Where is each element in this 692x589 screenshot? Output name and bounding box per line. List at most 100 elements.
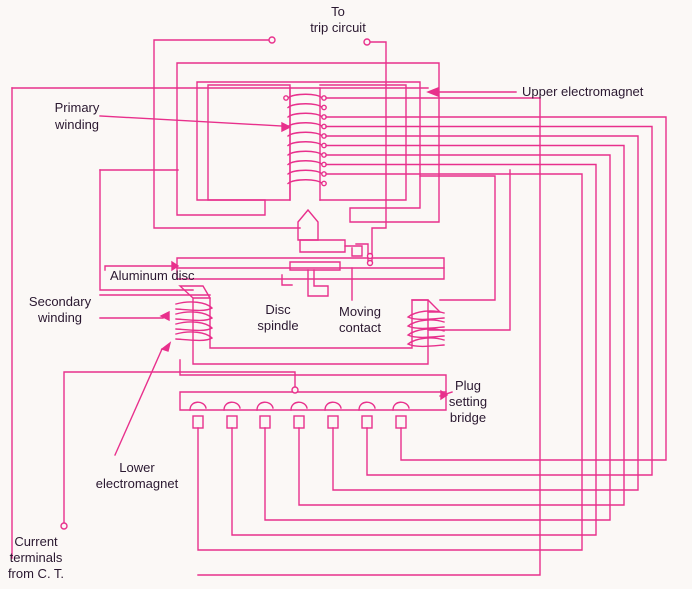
- secondary-right-turn: [406, 337, 445, 348]
- plug-terminal: [293, 415, 305, 429]
- plug-hook: [189, 401, 207, 411]
- moving-contact-arm: [344, 245, 363, 257]
- secondary-left-turn: [175, 311, 214, 322]
- moving-contact-label-1: Moving: [339, 304, 381, 319]
- primary-turn: [287, 103, 323, 109]
- trip-circuit-wire-left: [153, 39, 301, 229]
- spindle-lower: [307, 269, 329, 297]
- moving-contact-dot-1: [366, 252, 374, 260]
- primary-tap-dot: [321, 104, 327, 111]
- plug-setting-label-2: setting: [448, 394, 488, 409]
- disc-spindle-label-1: Disc: [265, 302, 291, 317]
- primary-turn: [287, 93, 323, 99]
- plug-terminal: [395, 415, 407, 429]
- lower-connection-wire: [99, 169, 211, 296]
- plug-terminal: [226, 415, 238, 429]
- current-terminals-label-3: from C. T.: [7, 566, 65, 581]
- secondary-left-turn: [175, 331, 214, 342]
- lower-left-horn: [178, 285, 211, 299]
- tap-lead: [325, 125, 653, 476]
- primary-turn: [287, 179, 323, 185]
- spindle-hub: [289, 261, 341, 271]
- secondary-left-turn: [175, 321, 214, 332]
- arrows: [159, 86, 449, 401]
- plug-hook: [223, 401, 241, 411]
- secondary-winding-label-2: winding: [37, 310, 83, 325]
- plug-terminal: [192, 415, 204, 429]
- tap-lead: [298, 144, 625, 506]
- plug-hook: [392, 401, 410, 411]
- plug-bridge-dot: [291, 386, 299, 394]
- primary-turn: [287, 112, 323, 118]
- lower-right-bridge: [427, 169, 511, 331]
- current-terminals-label-2: terminals: [9, 550, 63, 565]
- plug-bridge-bar: [179, 391, 447, 411]
- lower-electromagnet-label-1: Lower: [119, 460, 155, 475]
- primary-winding-label-2: winding: [54, 117, 100, 132]
- right-connection-wire: [419, 175, 496, 301]
- secondary-winding-left: [175, 301, 214, 342]
- current-terminal-dot: [60, 522, 68, 530]
- leader-lower-electromagnet: [114, 348, 163, 456]
- tap-lead: [264, 154, 611, 521]
- trip-circuit-wire-right: [367, 41, 387, 263]
- to-label: To: [331, 4, 345, 19]
- upper-pole-tip: [297, 208, 319, 241]
- primary-turn: [287, 131, 323, 137]
- terminal-dots: [60, 36, 374, 530]
- secondary-winding-label-1: Secondary: [28, 294, 92, 309]
- plug-hook: [290, 401, 308, 411]
- secondary-right-turn: [406, 319, 445, 330]
- secondary-right-turn: [406, 328, 445, 339]
- secondary-winding-right: [406, 310, 445, 348]
- lower-electromagnet-label-2: electromagnet: [95, 476, 179, 491]
- lower-magnet-core: [192, 297, 429, 365]
- lower-right-horn: [411, 299, 442, 313]
- plug-terminal: [361, 415, 373, 429]
- plug-setting-label-3: bridge: [449, 410, 487, 425]
- trip-terminal-right: [363, 38, 371, 46]
- current-terminals-label-1: Current: [14, 534, 58, 549]
- tap-lead: [325, 135, 639, 491]
- tap-lead: [197, 173, 583, 551]
- secondary-right-turn: [406, 310, 445, 321]
- primary-turn: [287, 141, 323, 147]
- upper-electromagnet-label: Upper electromagnet: [522, 84, 644, 99]
- aluminum-disc-outline: [176, 257, 445, 280]
- plug-hook: [358, 401, 376, 411]
- spindle-top-block: [299, 239, 346, 253]
- primary-winding-label-1: Primary: [54, 100, 100, 115]
- moving-contact-dot-2: [366, 259, 374, 267]
- primary-turn: [287, 169, 323, 175]
- tap-leads: [197, 97, 667, 576]
- plug-terminal: [327, 415, 339, 429]
- primary-winding-turns: [283, 93, 327, 187]
- plug-setting-label-1: Plug: [454, 378, 482, 393]
- plug-hook: [256, 401, 274, 411]
- primary-tap-dot: [283, 95, 289, 101]
- primary-turn: [287, 160, 323, 166]
- plug-sockets: [189, 401, 410, 429]
- trip-circuit-label: trip circuit: [310, 20, 366, 35]
- tap-lead: [197, 97, 541, 576]
- moving-contact-label-2: contact: [339, 320, 381, 335]
- aluminum-disc-label: Aluminum disc: [110, 268, 195, 283]
- primary-turn: [287, 122, 323, 128]
- upper-magnet-core-inner: [207, 84, 407, 201]
- leader-primary-winding: [99, 115, 283, 127]
- tap-lead: [231, 163, 597, 536]
- trip-terminal-left: [268, 36, 276, 44]
- plug-hook: [324, 401, 342, 411]
- primary-turn: [287, 150, 323, 156]
- secondary-left-turn: [175, 301, 214, 312]
- leader-plug-bridge: [439, 391, 453, 397]
- lower-bridge-base: [179, 359, 447, 393]
- tap-lead: [325, 116, 667, 461]
- upper-magnet-core-outer: [176, 62, 440, 223]
- primary-tap-dot: [321, 180, 327, 187]
- leader-aluminum-disc: [104, 265, 173, 271]
- disc-spindle-label-2: spindle: [257, 318, 299, 333]
- leader-disc-spindle: [281, 274, 293, 286]
